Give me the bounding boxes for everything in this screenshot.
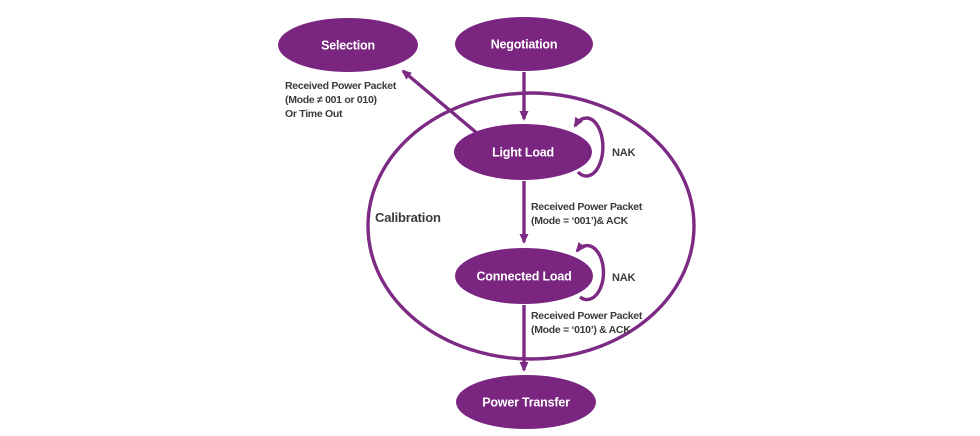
annotation-connected-to-transfer-line1: Received Power Packet xyxy=(531,310,643,322)
state-power-transfer-label: Power Transfer xyxy=(482,396,570,410)
annotation-to-selection: Received Power Packet (Mode ≠ 001 or 010… xyxy=(285,80,397,120)
annotation-connected-to-transfer-line2: (Mode = ‘010’) & ACK xyxy=(531,324,631,336)
annotation-to-selection-line1: Received Power Packet xyxy=(285,80,397,92)
annotation-to-selection-line3: Or Time Out xyxy=(285,108,343,120)
annotation-connected-to-transfer: Received Power Packet (Mode = ‘010’) & A… xyxy=(531,310,643,336)
state-selection xyxy=(278,18,418,72)
state-negotiation-label: Negotiation xyxy=(491,38,558,52)
annotation-light-to-connected: Received Power Packet (Mode = ‘001’)& AC… xyxy=(531,201,643,227)
state-connected-load xyxy=(455,248,593,304)
state-selection-label: Selection xyxy=(321,39,375,53)
state-connected-load-label: Connected Load xyxy=(476,270,571,284)
annotation-light-to-connected-line1: Received Power Packet xyxy=(531,201,643,213)
state-light-load xyxy=(454,124,592,180)
nak-label-lightload: NAK xyxy=(612,147,635,159)
nak-label-connectedload: NAK xyxy=(612,272,635,284)
nak-selfloop-connectedload xyxy=(575,241,606,302)
state-power-transfer xyxy=(456,375,596,429)
state-light-load-label: Light Load xyxy=(492,146,554,160)
calibration-label: Calibration xyxy=(375,210,441,225)
nak-selfloop-lightload xyxy=(573,116,605,178)
calibration-boundary-ellipse xyxy=(366,91,696,361)
annotation-to-selection-line2: (Mode ≠ 001 or 010) xyxy=(285,94,377,106)
annotation-light-to-connected-line2: (Mode = ‘001’)& ACK xyxy=(531,215,629,227)
arrow-lightload-to-selection xyxy=(401,69,480,136)
state-negotiation xyxy=(455,17,593,71)
